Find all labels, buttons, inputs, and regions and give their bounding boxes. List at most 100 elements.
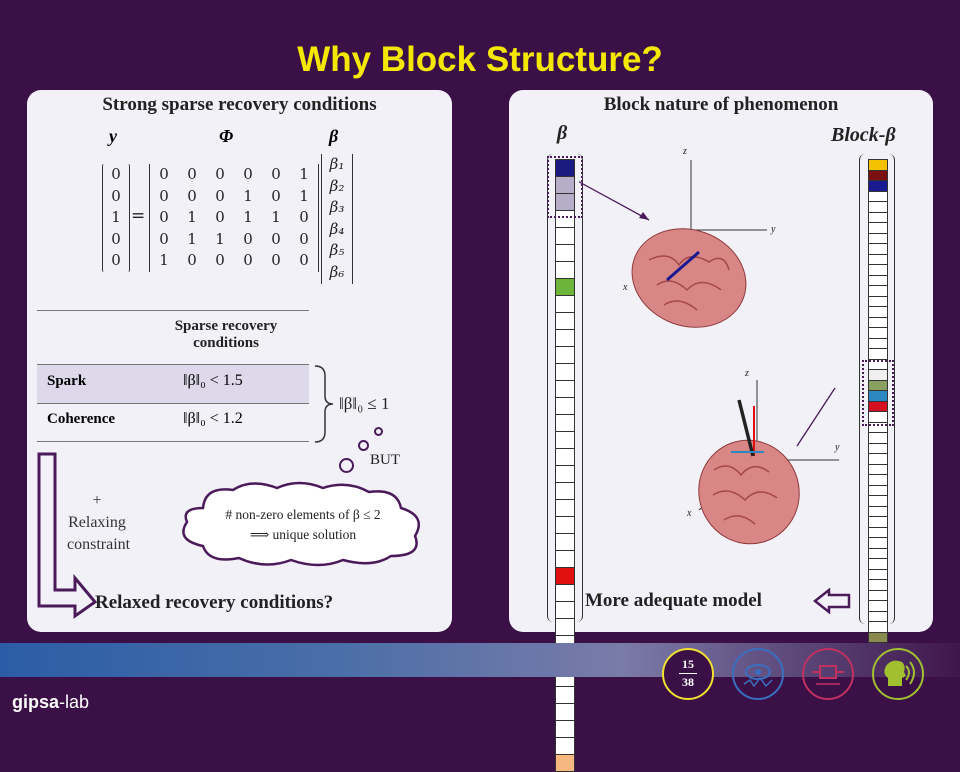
y-entry: 0	[111, 251, 121, 269]
coherence-condition: ‖β‖₀ < 1.2	[183, 410, 243, 427]
logo-rest: -lab	[59, 692, 90, 712]
phi-entry: 1	[187, 208, 197, 226]
beta-column-bracket	[547, 154, 583, 622]
block-beta-column	[868, 159, 888, 664]
relax-plus: +	[92, 492, 102, 509]
y-entry: 0	[111, 165, 121, 183]
beta-cell	[555, 295, 575, 313]
axis-z-bottom: z	[744, 368, 749, 379]
beta-cell	[555, 567, 575, 585]
combined-condition: ‖β‖₀ ≤ 1	[339, 394, 390, 413]
left-arrow-icon	[812, 588, 851, 614]
thought-cloud	[182, 481, 420, 567]
phi-symbol: Φ	[219, 126, 234, 146]
beta-cell	[555, 720, 575, 738]
beta-cell	[555, 703, 575, 721]
left-panel: Strong sparse recovery conditions y Φ β …	[27, 90, 452, 632]
phi-entry: 0	[215, 208, 225, 226]
left-panel-title: Strong sparse recovery conditions	[102, 94, 377, 115]
brain-illustration-bottom: z y x	[686, 368, 840, 545]
beta-cell	[555, 516, 575, 534]
page-number-badge: 15 38	[662, 648, 714, 700]
block-beta-label: Block-β	[831, 124, 896, 146]
phi-entry: 0	[243, 165, 253, 183]
phi-entry: 0	[187, 251, 197, 269]
page-current: 15	[682, 657, 694, 671]
beta-cell	[555, 465, 575, 483]
phi-entry: 0	[271, 165, 281, 183]
phi-entry: 0	[159, 165, 169, 183]
beta-cell	[555, 278, 575, 296]
beta-cell	[555, 380, 575, 398]
thought-dot-small	[374, 427, 383, 436]
phi-entry: 0	[243, 229, 253, 248]
thought-dot-large	[339, 458, 354, 473]
y-entry: 0	[111, 186, 121, 205]
phi-entry: 0	[299, 251, 309, 269]
phi-entry: 0	[215, 165, 225, 183]
relax-text: + Relaxing constraint	[67, 490, 130, 556]
thought-dot-medium	[358, 440, 369, 451]
slide-title: Why Block Structure?	[297, 40, 663, 79]
phi-entry: 0	[299, 208, 309, 226]
cloud-line-2: ⟹ unique solution	[249, 527, 357, 542]
phi-entry: 1	[215, 229, 225, 248]
y-entry: 1	[111, 208, 121, 226]
beta-cell	[555, 329, 575, 347]
phi-entry: 0	[271, 229, 281, 248]
block-beta-highlight	[862, 360, 894, 426]
beta-cell	[555, 550, 575, 568]
beta-cell	[555, 499, 575, 517]
page-total: 38	[682, 675, 694, 689]
beta-cell	[555, 482, 575, 500]
y-symbol: y	[109, 126, 117, 146]
phi-entry: 0	[159, 208, 169, 226]
phi-entry: 0	[159, 229, 169, 248]
phi-entry: 0	[271, 186, 281, 205]
beta-cell	[555, 686, 575, 704]
beta-cell	[555, 584, 575, 602]
gipsa-lab-logo: gipsa-lab	[12, 692, 89, 713]
axis-y-top: y	[770, 224, 776, 235]
eye-icon	[732, 648, 784, 700]
beta-column	[555, 159, 575, 772]
axis-x-top: x	[622, 282, 628, 293]
phi-entry: 1	[187, 229, 197, 248]
equals-sign: =	[131, 206, 146, 226]
beta-cell	[555, 618, 575, 636]
phi-entry: 1	[159, 251, 169, 269]
phi-entry: 0	[243, 251, 253, 269]
brain-illustration-top: z y x	[579, 146, 776, 328]
phi-entry: 1	[243, 208, 253, 226]
beta-column-label: β	[557, 122, 568, 144]
beta-cell	[555, 397, 575, 415]
axis-x-bottom: x	[686, 508, 692, 519]
beta-cell	[555, 227, 575, 245]
beta-cell	[555, 754, 575, 772]
spark-label: Spark	[47, 373, 87, 389]
right-panel-title: Block nature of phenomenon	[603, 94, 839, 115]
beta-entry: β₃	[329, 198, 345, 216]
spark-row: Spark ‖β‖₀ < 1.5	[37, 364, 309, 404]
cloud-line-1: # non-zero elements of β ≤ 2	[225, 507, 381, 522]
conditions-header: Sparse recovery conditions	[174, 318, 278, 351]
beta-cell	[555, 312, 575, 330]
beta-symbol: β	[329, 126, 339, 146]
circuit-icon	[802, 648, 854, 700]
phi-entry: 1	[299, 186, 309, 205]
beta-cell	[555, 533, 575, 551]
beta-cell	[555, 737, 575, 755]
beta-cell	[555, 261, 575, 279]
beta-cell	[555, 601, 575, 619]
beta-entry: β₆	[329, 262, 345, 281]
beta-cell	[555, 431, 575, 449]
phi-entry: 1	[243, 186, 253, 205]
